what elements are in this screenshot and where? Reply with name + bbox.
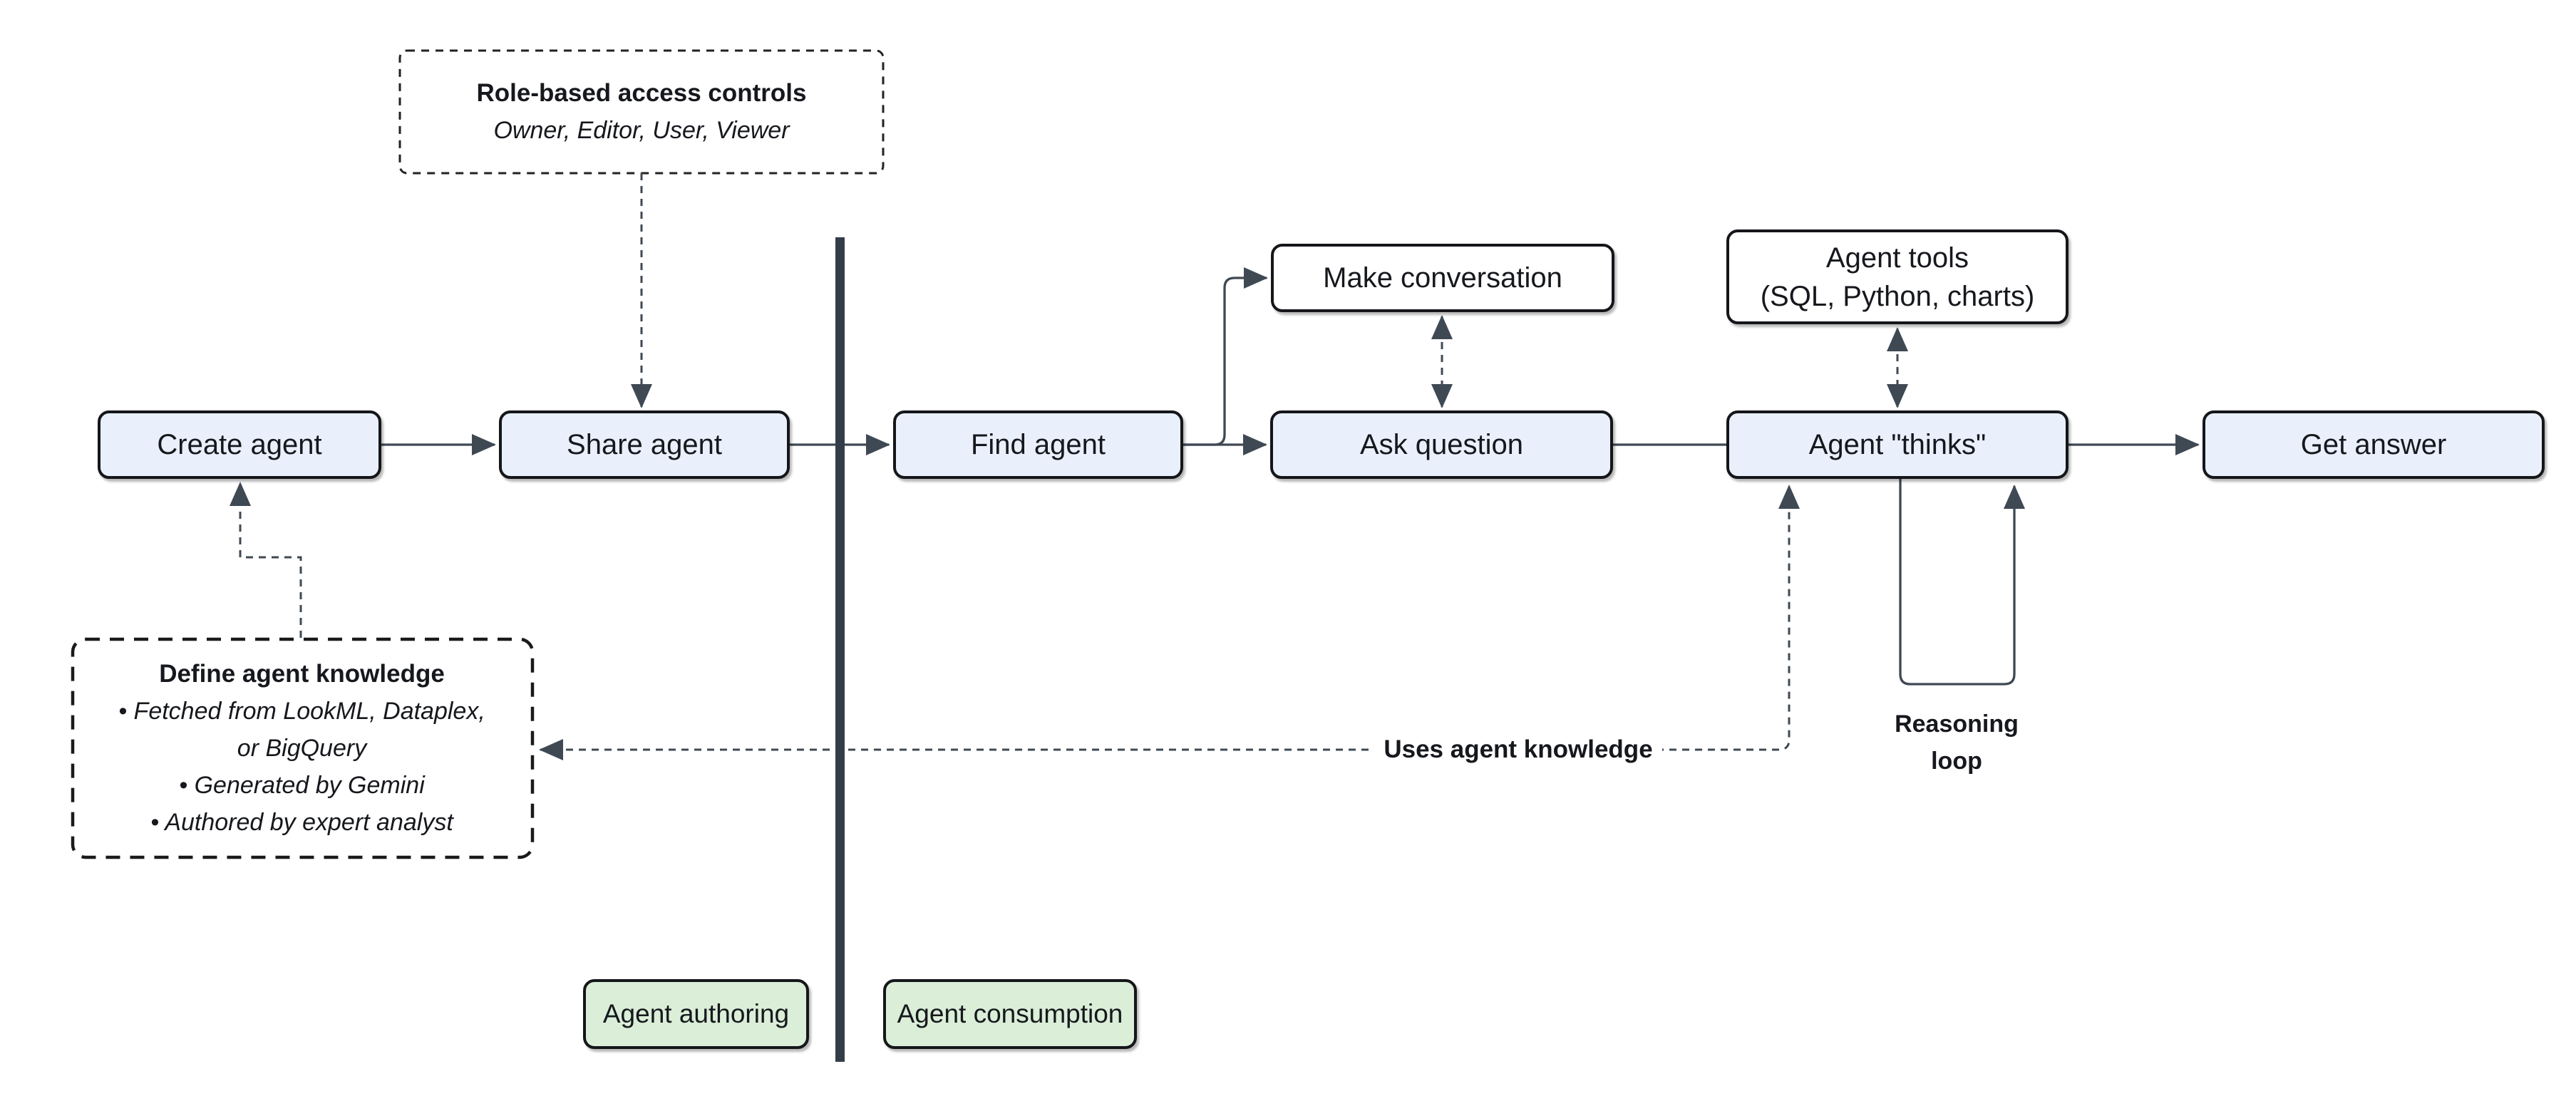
reasoning-loop-label: Reasoning loop: [1895, 710, 2019, 775]
knowledge-box-title: Define agent knowledge: [159, 660, 445, 688]
knowledge-bullet-generated: • Generated by Gemini: [179, 772, 425, 799]
access-controls-box: Role-based access controls Owner, Editor…: [399, 50, 884, 173]
reasoning-loop-arrow: [1899, 479, 2025, 686]
node-find-agent-label: Find agent: [970, 429, 1106, 460]
knowledge-box: Define agent knowledge • Fetched from Lo…: [71, 638, 532, 859]
access-controls-roles: Owner, Editor, User, Viewer: [493, 116, 790, 144]
legend-agent-authoring: Agent authoring: [583, 979, 809, 1049]
node-ask-question: Ask question: [1270, 410, 1613, 479]
knowledge-bullet-authored: • Authored by expert analyst: [150, 809, 453, 836]
divider-line: [835, 237, 845, 1062]
node-create-agent: Create agent: [98, 410, 381, 479]
access-controls-title: Role-based access controls: [476, 78, 807, 107]
legend-agent-authoring-label: Agent authoring: [602, 998, 790, 1028]
node-agent-tools: Agent tools (SQL, Python, charts): [1726, 229, 2068, 324]
node-get-answer: Get answer: [2203, 410, 2545, 479]
node-share-agent: Share agent: [499, 410, 790, 479]
node-make-conversation: Make conversation: [1271, 244, 1614, 312]
legend-agent-consumption: Agent consumption: [883, 979, 1137, 1049]
legend-agent-consumption-label: Agent consumption: [897, 998, 1123, 1028]
arrow-find-to-make-conversation: [1183, 267, 1268, 446]
dashed-arrow-knowledge-to-create: [230, 482, 302, 638]
node-share-agent-label: Share agent: [567, 429, 722, 460]
uses-agent-knowledge-label: Uses agent knowledge: [1374, 731, 1662, 768]
knowledge-bullet-fetched: • Fetched from LookML, Dataplex,: [118, 698, 485, 725]
node-ask-question-label: Ask question: [1359, 429, 1524, 460]
node-get-answer-label: Get answer: [2300, 429, 2447, 460]
node-agent-thinks-label: Agent "thinks": [1808, 429, 1987, 460]
node-agent-tools-label-line1: Agent tools: [1825, 242, 1969, 274]
node-agent-thinks: Agent "thinks": [1726, 410, 2068, 479]
node-create-agent-label: Create agent: [157, 429, 322, 460]
node-find-agent: Find agent: [893, 410, 1183, 479]
dashed-arrow-uses-agent-knowledge: [539, 485, 1800, 760]
knowledge-bullet-fetched-cont: or BigQuery: [237, 735, 367, 762]
node-make-conversation-label: Make conversation: [1323, 262, 1562, 294]
knowledge-box-border: [71, 637, 535, 859]
node-agent-tools-label-line2: (SQL, Python, charts): [1760, 280, 2035, 312]
